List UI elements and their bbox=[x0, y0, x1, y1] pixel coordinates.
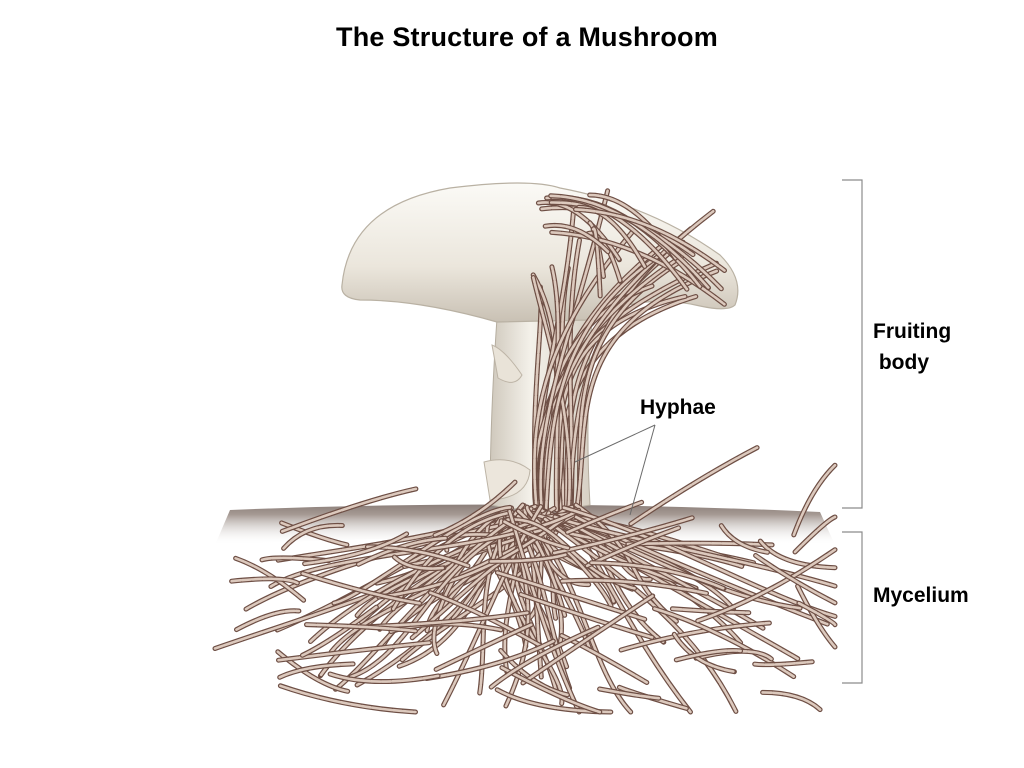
mycelium-hypha bbox=[489, 553, 567, 563]
mycelium-hypha bbox=[521, 594, 654, 685]
cap-hypha bbox=[574, 208, 726, 272]
mycelium-hypha bbox=[792, 463, 837, 537]
mycelium-hypha bbox=[303, 532, 408, 565]
mycelium-hypha bbox=[230, 577, 299, 585]
mycelium-hypha bbox=[282, 524, 344, 550]
hyphae-pointer-line-1 bbox=[574, 424, 656, 463]
slide-title: The Structure of a Mushroom bbox=[336, 22, 718, 52]
mycelium-hypha bbox=[696, 548, 837, 623]
mycelium-hypha bbox=[425, 639, 555, 680]
mycelium-hypha bbox=[519, 593, 654, 639]
cap-hypha bbox=[543, 224, 610, 253]
mycelium-hypha bbox=[560, 579, 708, 595]
mycelium-hypha bbox=[332, 506, 512, 605]
mycelium-hypha bbox=[753, 660, 814, 666]
cap-hypha bbox=[575, 269, 718, 512]
mycelium-hypha bbox=[796, 584, 837, 649]
mycelium-hypha bbox=[281, 487, 418, 533]
mycelium-hypha bbox=[357, 536, 447, 566]
mycelium-hypha bbox=[720, 524, 769, 554]
mycelium-hypha bbox=[234, 557, 305, 602]
label-fruiting-body: Fruiting body bbox=[873, 320, 952, 374]
mycelium-hypha bbox=[590, 561, 726, 590]
mycelium-hypha bbox=[555, 514, 765, 630]
mycelium-hypha bbox=[367, 611, 529, 628]
mycelium-hypha bbox=[671, 607, 751, 614]
mycelium-hypha bbox=[552, 516, 694, 555]
mycelium-hypha bbox=[301, 572, 421, 605]
mycelium-hypha bbox=[761, 691, 822, 711]
mycelium-hypha bbox=[619, 621, 771, 652]
mycelium-hypha bbox=[626, 541, 774, 547]
mycelium-hypha bbox=[754, 554, 837, 605]
fruiting-body-bracket bbox=[842, 179, 863, 509]
mycelium-network bbox=[212, 445, 838, 715]
mycelium-hypha bbox=[759, 539, 837, 569]
mycelium-hypha bbox=[598, 687, 661, 700]
mycelium-hypha bbox=[793, 515, 837, 554]
hyphae-pointer-line-2 bbox=[629, 424, 656, 516]
mycelium-hypha bbox=[429, 591, 542, 648]
mycelium-hypha bbox=[673, 633, 736, 673]
mycelium-hypha bbox=[434, 623, 533, 671]
mycelium-hypha bbox=[328, 672, 440, 683]
mycelium-hypha bbox=[301, 605, 378, 657]
mycelium-hypha bbox=[694, 650, 773, 661]
mycelium-hypha bbox=[629, 446, 759, 526]
mycelium-hypha bbox=[280, 521, 349, 547]
mycelium-hypha bbox=[279, 684, 417, 714]
mycelium-hypha bbox=[305, 623, 417, 633]
mycelium-hypha bbox=[433, 480, 517, 537]
stem-ring bbox=[491, 344, 523, 383]
mycelium-hypha bbox=[278, 662, 355, 679]
mycelium-hypha bbox=[500, 666, 602, 714]
mycelium-hypha bbox=[566, 501, 643, 534]
mycelium-hypha bbox=[797, 601, 837, 626]
mycelium-hypha bbox=[393, 555, 446, 570]
cap-hypha bbox=[544, 255, 659, 512]
mycelium-hypha bbox=[508, 509, 581, 714]
mycelium-hypha bbox=[235, 609, 301, 631]
label-hyphae: Hyphae bbox=[640, 396, 716, 419]
mycelium-hypha bbox=[675, 649, 742, 662]
label-mycelium: Mycelium bbox=[873, 584, 969, 607]
mycelium-hypha bbox=[503, 520, 570, 550]
hyphae-cutaway bbox=[530, 188, 727, 513]
mycelium-bracket bbox=[842, 531, 863, 684]
mycelium-hypha bbox=[489, 625, 600, 689]
mycelium-hypha bbox=[277, 641, 431, 662]
stem-volva bbox=[483, 459, 531, 501]
cap-hypha bbox=[537, 201, 621, 262]
